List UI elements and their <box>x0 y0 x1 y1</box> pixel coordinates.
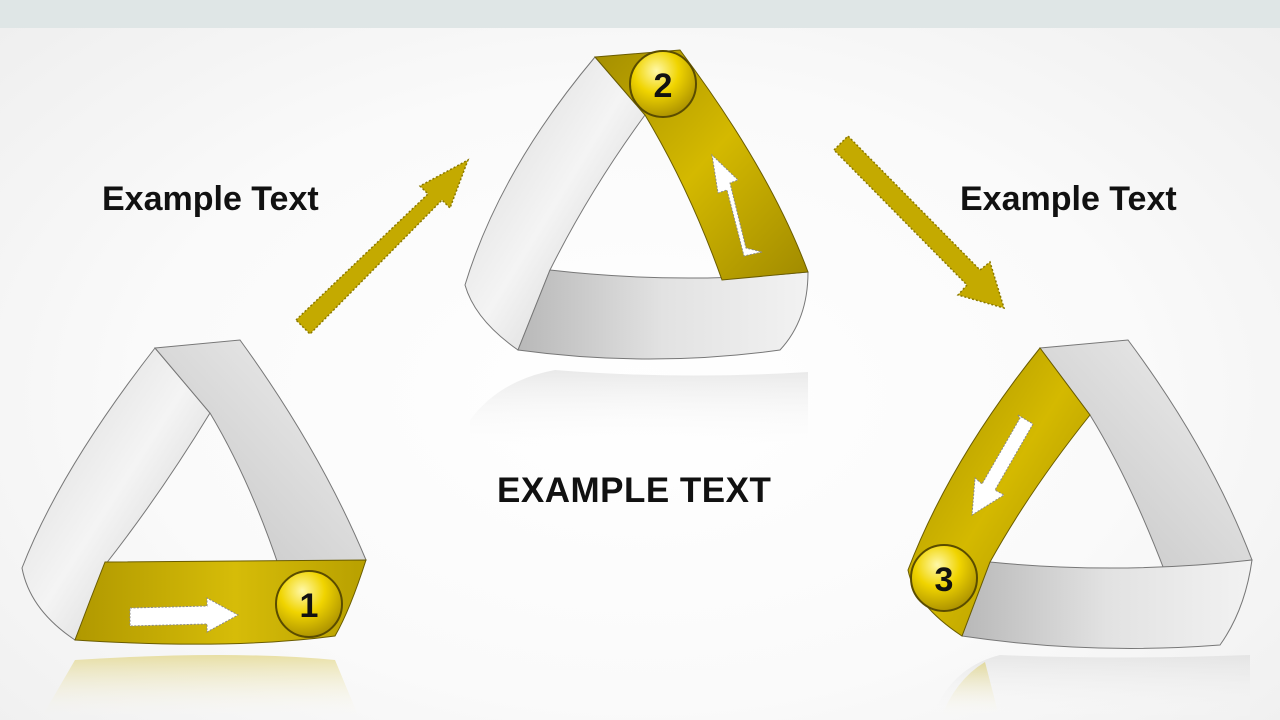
step-badge-2: 2 <box>629 50 697 118</box>
triangle-step-1 <box>21 339 367 720</box>
step-number-2: 2 <box>654 67 673 105</box>
down-arrow-icon <box>971 414 1034 516</box>
step-badge-3: 3 <box>910 544 978 612</box>
right-arrow-icon <box>129 597 240 633</box>
step-number-3: 3 <box>935 561 954 599</box>
top-header-bar <box>0 0 1280 28</box>
label-left: Example Text <box>102 180 319 218</box>
step-badge-1: 1 <box>275 570 343 638</box>
connector-arrow-1-to-2 <box>294 158 470 336</box>
label-right: Example Text <box>960 180 1177 218</box>
up-arrow-icon <box>711 153 763 257</box>
label-center: EXAMPLE TEXT <box>497 471 772 510</box>
triangle-step-2 <box>464 49 809 450</box>
connector-arrow-2-to-3 <box>832 134 1006 310</box>
triangle-step-3 <box>907 339 1253 720</box>
step-number-1: 1 <box>300 587 319 625</box>
